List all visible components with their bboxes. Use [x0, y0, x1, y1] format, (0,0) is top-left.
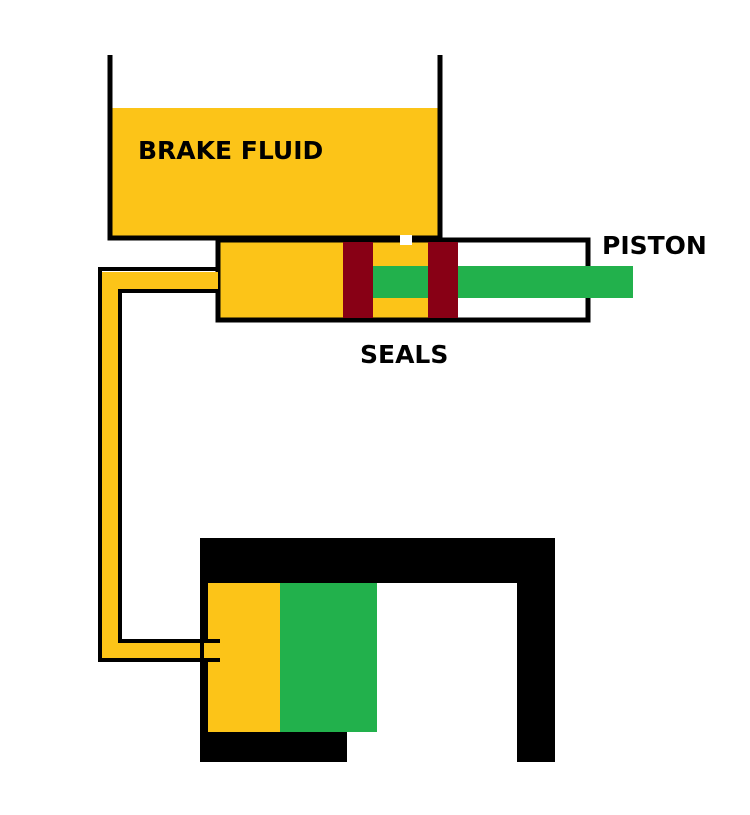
- seal-right: [428, 242, 458, 318]
- seal-left: [343, 242, 373, 318]
- brake-line-fluid-bottom: [102, 643, 220, 658]
- piston-label: PISTON: [602, 231, 707, 260]
- brake-line-fluid-top: [102, 272, 218, 289]
- reservoir-fluid: [110, 108, 440, 238]
- reservoir-port: [400, 235, 412, 245]
- brake-fluid-label: BRAKE FLUID: [138, 136, 323, 165]
- caliper-frame-top: [200, 538, 555, 762]
- caliper-piston: [280, 583, 377, 732]
- caliper-inlet: [204, 643, 220, 658]
- brake-line-fluid-vertical: [102, 272, 119, 658]
- brake-line-outer: [98, 267, 218, 662]
- brake-line-inner: [118, 289, 218, 643]
- caliper: [200, 538, 555, 762]
- seals-label: SEALS: [360, 340, 448, 369]
- reservoir: [107, 55, 443, 241]
- brake-line: [98, 267, 220, 662]
- master-piston-rod: [370, 266, 633, 298]
- caliper-frame-bottom: [200, 732, 347, 762]
